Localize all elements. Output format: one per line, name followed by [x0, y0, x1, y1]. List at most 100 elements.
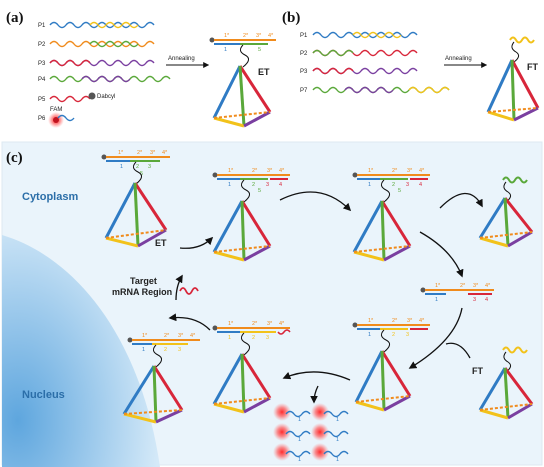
seg-label-a-2s: 2* [243, 33, 249, 39]
tet-edge [240, 200, 272, 247]
seg-label-a-1s: 1* [224, 33, 230, 39]
seg-label: 1 [336, 457, 339, 463]
fluor-strand [323, 410, 349, 418]
seg-label: 4* [419, 168, 425, 174]
tet-edge [213, 111, 271, 119]
seg-label: 4* [162, 150, 168, 156]
seg-label: 3 [266, 335, 269, 341]
tet-edge [380, 350, 412, 397]
seg-label: 2* [392, 168, 398, 174]
annealing-label-b: Annealing [445, 56, 472, 62]
arrow-et-to-c2 [179, 236, 214, 249]
strand-label-p1: P1 [38, 23, 46, 29]
tet-edge [353, 250, 385, 262]
strand-b-p1 [312, 31, 418, 39]
seg-label: 4* [279, 321, 285, 327]
seg-label: 3 [148, 164, 151, 170]
strand-label-b-p7: P7 [300, 88, 308, 94]
tet-edge [213, 402, 245, 414]
et-probe-c6: 1* 2* 3* 4* 1 2 3 [212, 321, 291, 414]
tet-edge [380, 200, 412, 247]
linker [152, 344, 162, 368]
arrow-c3-to-released [439, 192, 483, 209]
seg-label-a-1: 1 [224, 47, 227, 53]
tet-edge [155, 408, 183, 424]
strand-label-p5: P5 [38, 97, 46, 103]
tet-edge [503, 367, 534, 405]
seg-label: 2 [136, 164, 139, 170]
target-mrna [179, 287, 199, 295]
nucleus-region [2, 235, 160, 467]
released-tetrahedron [478, 176, 534, 248]
tet-edge [152, 365, 158, 423]
tet-edge [510, 59, 540, 109]
red-tail [277, 329, 291, 335]
seg-label: 4 [279, 182, 282, 188]
fluor-strand [323, 430, 349, 438]
seg-label-a-3s: 3* [256, 33, 262, 39]
strand-label-p4: P4 [38, 77, 46, 83]
tet-edge [133, 182, 140, 247]
strand-b-p7-tail [408, 86, 450, 94]
seg-label: 2 [164, 347, 167, 353]
tet-edge [137, 228, 167, 248]
tet-edge [238, 65, 246, 127]
seg-label: 1* [228, 168, 234, 174]
arrow-to-target [175, 274, 183, 301]
tet-edge [354, 350, 384, 403]
seg-label: 2 [252, 335, 255, 341]
tet-edge [355, 400, 385, 412]
arrow-c2-to-c3 [279, 191, 352, 212]
fluorescent-strands: 1 1 1 1 1 1 [273, 403, 349, 463]
tet-edge [503, 197, 510, 247]
tet-edge [479, 231, 533, 239]
panel-b-label: (b) [282, 10, 300, 26]
tet-edge [383, 394, 411, 412]
seg-label: 1 [228, 182, 231, 188]
seg-label: 1 [228, 335, 231, 341]
tet-edge [104, 182, 137, 239]
target-label-line2: mRNA Region [112, 287, 172, 297]
seg-label: 3 [178, 347, 181, 353]
tet-edge [380, 200, 386, 261]
et-probe-c2: 1* 2* 3* 4* 1 2 3 4 5 [212, 168, 290, 262]
tet-edge [355, 395, 411, 403]
et-structure-a: 1* 2* 3* 4* 1 5 ET [209, 33, 276, 128]
fluor-strand [323, 450, 349, 458]
strand-p6 [57, 114, 75, 122]
seg-label: 1* [142, 333, 148, 339]
dabcyl-label: Dabcyl [97, 94, 115, 100]
tet-edge [213, 116, 245, 128]
ft-label-b: FT [527, 62, 538, 72]
et-probe-c3: 1* 2* 3* 4* 1 2 3 4 5 [352, 168, 430, 262]
seg-label-a-4s: 4* [268, 33, 274, 39]
ft-label-c: FT [472, 366, 483, 376]
fluor-glow [311, 423, 329, 441]
tet-edge [240, 353, 246, 413]
tet-edge [213, 250, 245, 262]
seg-label: 1 [298, 457, 301, 463]
seg-label: 5 [398, 188, 401, 194]
linker [240, 179, 250, 203]
ft-tail-b [509, 36, 535, 44]
seg-label: 3* [407, 318, 413, 324]
seg-label: 5 [140, 171, 143, 177]
seg-label: 1 [368, 332, 371, 338]
free-duplex-c4: 1* 2* 3* 4* 1 3 4 [420, 283, 494, 303]
fluor-strand [285, 430, 311, 438]
seg-label: 1* [118, 150, 124, 156]
seg-label: 2* [252, 321, 258, 327]
et-label-c: ET [155, 238, 167, 248]
strand-b-p2-overlay [312, 49, 354, 57]
arrow-c6-to-c7 [168, 313, 211, 331]
arrow-to-fluor [310, 385, 319, 404]
seg-label: 3* [150, 150, 156, 156]
strand-b-p3-overlay [312, 67, 354, 75]
target-label-line1: Target [130, 276, 157, 286]
seg-label: 3 [473, 297, 476, 303]
seg-label: 1 [368, 182, 371, 188]
seg-label: 1 [336, 437, 339, 443]
tet-edge [380, 350, 386, 411]
seg-label: 2* [137, 150, 143, 156]
